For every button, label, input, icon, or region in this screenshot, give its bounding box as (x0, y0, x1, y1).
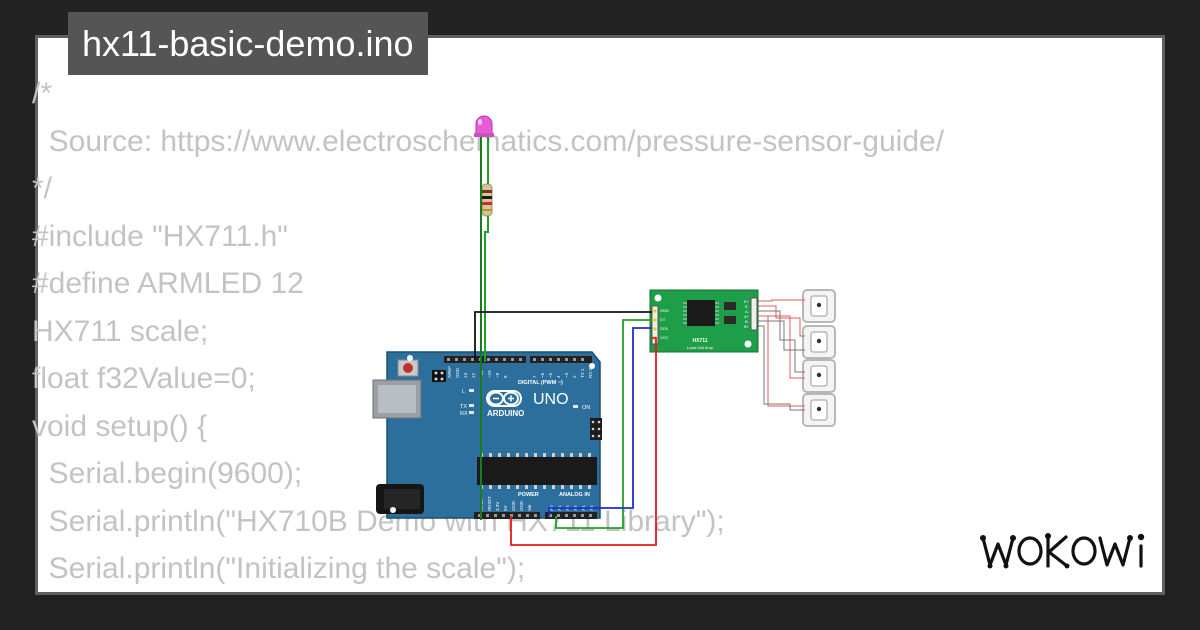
pin-label: Vin (527, 504, 532, 511)
wire-vcc (510, 337, 657, 546)
pin-label: 13 (463, 372, 468, 378)
analog-label: ANALOG IN (559, 492, 590, 498)
code-line: float f32Value=0; (32, 362, 256, 395)
pin-label: ~5 (548, 372, 553, 378)
code-line: Serial.begin(9600); (32, 457, 303, 490)
hx711-pin-label: GND (660, 308, 669, 313)
hx711-pin-label: VCC (660, 335, 669, 340)
board-brand: ARDUINO (487, 409, 524, 418)
led-l-label: L (462, 389, 465, 395)
pin-label: 8 (503, 375, 508, 378)
pin-label: ~6 (540, 372, 545, 378)
code-line: #include "HX711.h" (32, 219, 288, 253)
wire-dt (555, 319, 652, 529)
hx711-module: GND DT SCK VCC E+ E- A- A+ B- B+ HX711 L… (649, 289, 759, 353)
led-component (474, 115, 494, 137)
hx711-pin-label: B+ (744, 324, 750, 329)
code-line: void setup() { (32, 409, 208, 443)
wires (474, 137, 657, 546)
hx711-subtitle: Load Cell Amp (687, 345, 714, 350)
code-line: #define ARMLED 12 (32, 267, 304, 300)
wire-led-pin (484, 137, 489, 362)
hx711-pin-label: B- (745, 319, 750, 324)
power-label: POWER (518, 492, 539, 498)
pin-label: GND (511, 500, 516, 511)
page-title: hx11-basic-demo.ino (68, 12, 428, 75)
wokwi-logo (980, 533, 1145, 569)
board-model: UNO (533, 391, 569, 408)
pin-label: GND (519, 500, 524, 511)
pin-label: 4 (556, 375, 561, 378)
pin-label: 5V (503, 505, 508, 511)
arduino-logo (486, 390, 522, 407)
on-label: ON (582, 405, 590, 411)
code-line: Serial.println("Initializing the scale")… (32, 552, 526, 585)
load-cell-group (802, 289, 836, 427)
code-line: Source: https://www.electroschematics.co… (32, 124, 945, 158)
pin-label: RESET (487, 496, 492, 511)
load-cell-wires (758, 299, 805, 411)
pin-label: 2 (572, 375, 577, 378)
wire-gnd (474, 311, 652, 360)
pin-label: 3.3V (495, 502, 500, 511)
led-rx-label: RX (460, 411, 468, 417)
pin-label: AREF (447, 366, 452, 378)
code-line: */ (32, 172, 53, 205)
pin-label: ~3 (564, 372, 569, 378)
hx711-name: HX711 (692, 338, 707, 344)
hx711-pin-label: E- (745, 304, 750, 309)
hx711-pin-label: A+ (744, 314, 750, 319)
pin-label: ~10 (487, 370, 492, 378)
pin-label: GND (455, 367, 460, 378)
pin-label: 12 (471, 372, 476, 378)
hx711-pin-label: SCK (660, 326, 669, 331)
load-cell (802, 393, 836, 427)
code-line: HX711 scale; (32, 314, 209, 348)
load-cell (802, 359, 836, 393)
load-cell (802, 325, 836, 359)
led-tx-label: TX (460, 404, 467, 410)
pin-label: RX 0 (588, 367, 593, 378)
digital-label: DIGITAL (PWM ~) (518, 380, 563, 386)
hx711-pin-label: A- (745, 309, 750, 314)
hx711-pin-label: E+ (744, 299, 750, 304)
code-line: /* (32, 77, 53, 110)
pin-label: TX 1 (580, 368, 585, 378)
load-cell (802, 289, 836, 323)
pin-label: 7 (532, 375, 537, 378)
arduino-uno-board: AREF GND 13 12 ~11 ~10 ~9 8 7 ~6 ~5 4 ~3… (372, 351, 602, 519)
wire-sck (548, 327, 652, 516)
hx711-pin-label: DT (660, 317, 666, 322)
resistor-component (481, 183, 493, 217)
pin-label: ~9 (495, 372, 500, 378)
